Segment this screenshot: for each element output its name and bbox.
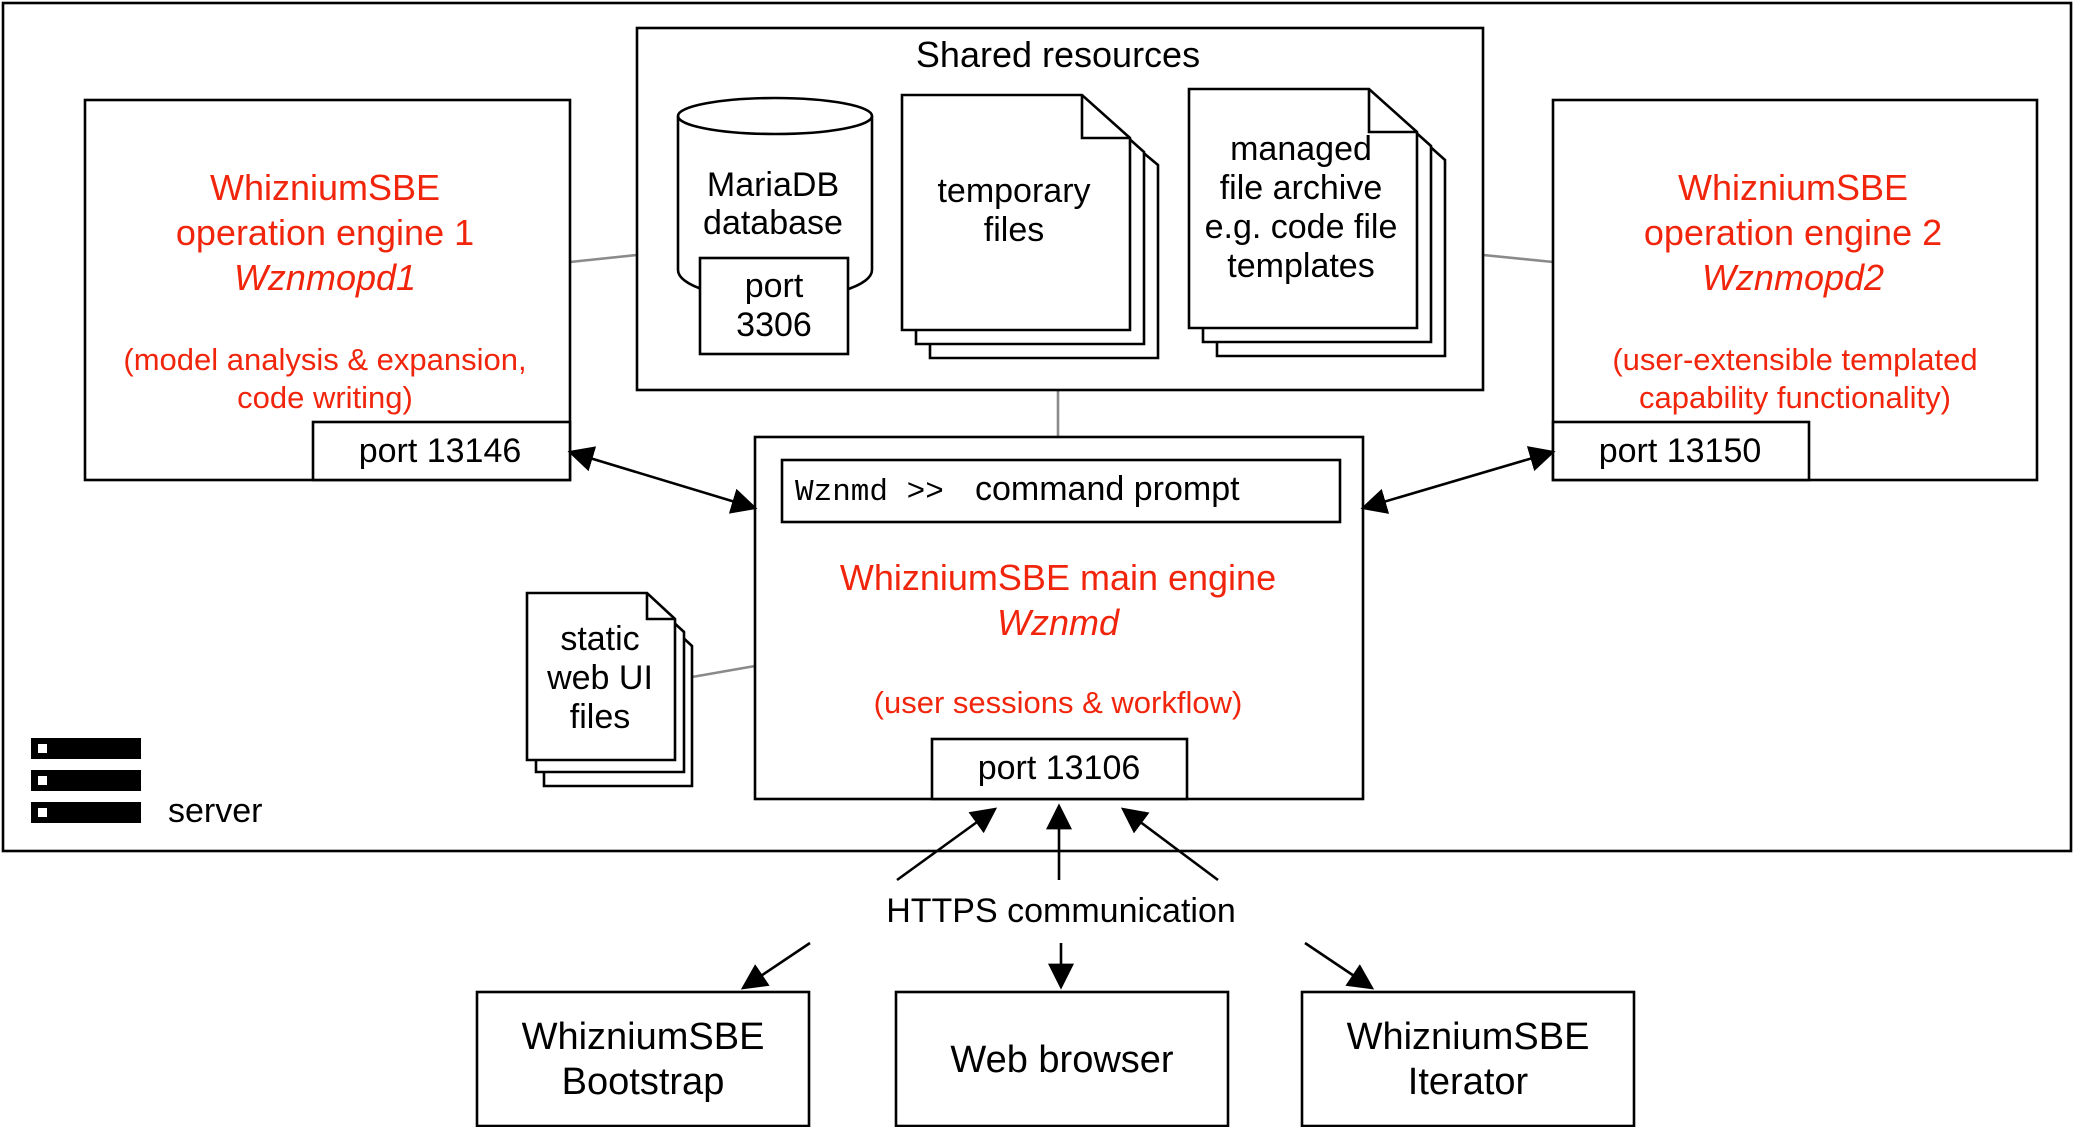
client-iterator-box: WhizniumSBE Iterator xyxy=(1300,990,1636,1127)
engine1-title-2: operation engine 1 xyxy=(176,212,474,253)
arrow-engine1-main xyxy=(567,446,758,514)
main-engine-port-box xyxy=(930,737,1189,801)
main-engine-desc: (user sessions & workflow) xyxy=(874,685,1243,720)
temporary-files-label-2: files xyxy=(984,211,1044,249)
database-port-label-2: 3306 xyxy=(736,306,812,344)
temporary-files-icon: temporary files xyxy=(900,93,1160,360)
command-prompt-code: Wznmd >> xyxy=(795,475,944,510)
client-browser-label: Web browser xyxy=(950,1039,1174,1081)
command-prompt-label: command prompt xyxy=(975,470,1240,508)
engine1-title-1: WhizniumSBE xyxy=(210,167,440,208)
connector-shared-engine2 xyxy=(1482,253,1554,264)
connector-engine1-shared xyxy=(569,253,638,264)
database-cylinder: MariaDB database port 3306 xyxy=(676,96,874,356)
arrow-https-to-bootstrap xyxy=(740,941,811,990)
server-label: server xyxy=(168,792,262,830)
arrow-engine2-main xyxy=(1360,446,1556,514)
static-files-icon: static web UI files xyxy=(525,591,694,788)
client-browser-box: Web browser xyxy=(894,990,1230,1127)
engine1-port-label: port 13146 xyxy=(359,432,522,470)
client-iterator-label-1: WhizniumSBE xyxy=(1347,1016,1590,1058)
engine2-port-label: port 13150 xyxy=(1599,432,1762,470)
database-label-1: MariaDB xyxy=(707,166,839,204)
engine2-port-box xyxy=(1551,420,1811,482)
main-engine-title: WhizniumSBE main engine xyxy=(840,557,1276,598)
engine1-name: Wznmopd1 xyxy=(234,257,416,298)
operation-engine-1-box: WhizniumSBE operation engine 1 Wznmopd1 … xyxy=(83,98,572,482)
main-engine-port-label: port 13106 xyxy=(978,749,1141,787)
operation-engine-2-box: WhizniumSBE operation engine 2 Wznmopd2 … xyxy=(1551,98,2039,482)
server-icon xyxy=(31,738,141,823)
client-iterator-label-2: Iterator xyxy=(1408,1061,1529,1103)
arrow-https-to-port-right xyxy=(1120,807,1219,882)
database-label-2: database xyxy=(703,204,843,242)
static-files-label-1: static xyxy=(560,620,639,658)
engine2-title-2: operation engine 2 xyxy=(1644,212,1942,253)
file-archive-label-2: file archive xyxy=(1220,169,1383,207)
static-files-label-2: web UI xyxy=(546,659,653,697)
client-bootstrap-label-2: Bootstrap xyxy=(562,1061,725,1103)
shared-resources-box: Shared resources MariaDB database port 3… xyxy=(635,26,1485,392)
main-engine-box: Wznmd >> command prompt WhizniumSBE main… xyxy=(753,435,1365,801)
temporary-files-label-1: temporary xyxy=(937,172,1090,210)
file-archive-label-3: e.g. code file xyxy=(1205,208,1398,246)
file-archive-label-1: managed xyxy=(1230,130,1372,168)
engine2-name: Wznmopd2 xyxy=(1702,257,1884,298)
client-bootstrap-label-1: WhizniumSBE xyxy=(522,1016,765,1058)
arrow-https-to-port-left xyxy=(896,807,998,882)
engine2-desc-1: (user-extensible templated xyxy=(1612,342,1977,377)
client-bootstrap-box: WhizniumSBE Bootstrap xyxy=(475,990,811,1127)
engine2-desc-2: capability functionality) xyxy=(1639,380,1951,415)
https-label: HTTPS communication xyxy=(886,892,1236,930)
arrow-https-to-iterator xyxy=(1304,941,1375,990)
engine1-desc-1: (model analysis & expansion, xyxy=(123,342,526,377)
database-port-box xyxy=(698,256,850,356)
static-files-label-3: files xyxy=(570,698,630,736)
connector-static-main xyxy=(691,664,756,679)
file-archive-icon: managed file archive e.g. code file temp… xyxy=(1187,87,1447,358)
shared-resources-title: Shared resources xyxy=(916,34,1200,75)
engine2-title-1: WhizniumSBE xyxy=(1678,167,1908,208)
file-archive-label-4: templates xyxy=(1227,247,1374,285)
database-port-label-1: port xyxy=(745,267,804,305)
main-engine-name: Wznmd xyxy=(997,602,1120,643)
command-prompt-box xyxy=(780,458,1342,524)
engine1-desc-2: code writing) xyxy=(237,380,413,415)
